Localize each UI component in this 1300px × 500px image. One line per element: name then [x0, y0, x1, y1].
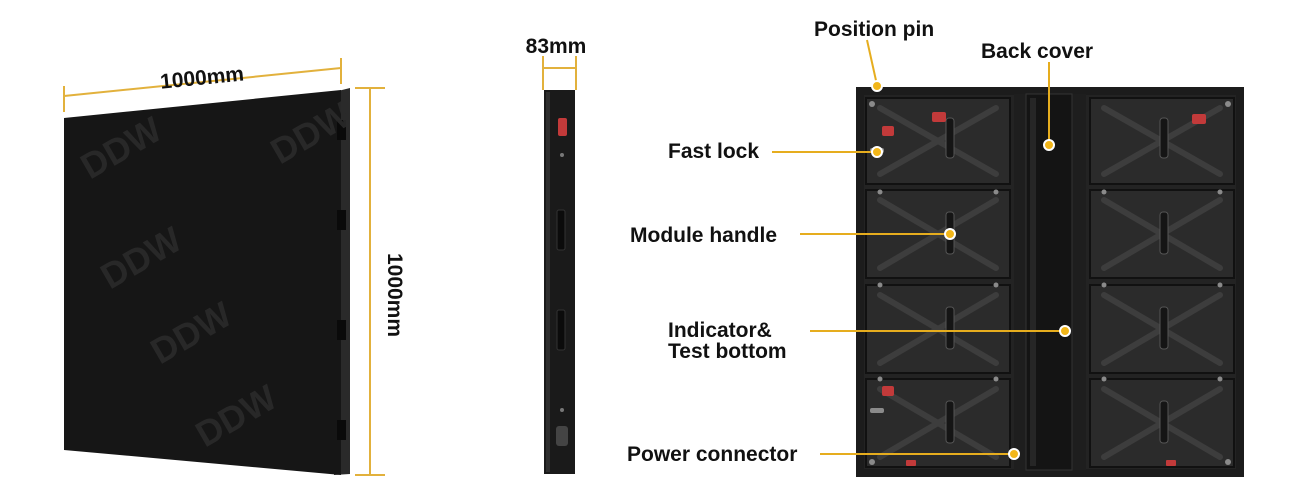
width-label: 1000mm [159, 62, 245, 93]
position-pin-dot [871, 80, 883, 92]
height-dimension [355, 87, 385, 476]
side-screw [560, 153, 564, 157]
fast-lock-dot [871, 146, 883, 158]
power-connector-label: Power connector [627, 443, 797, 466]
side-connector [556, 426, 568, 446]
side-latch [558, 118, 567, 136]
back-cover-dot [1043, 139, 1055, 151]
side-slot [556, 209, 566, 251]
back-cover-label: Back cover [981, 40, 1093, 63]
module-handles [945, 117, 1169, 444]
module-handle-label: Module handle [630, 224, 777, 247]
fast-lock-label: Fast lock [668, 140, 759, 163]
indicator-label-line1: Indicator& [668, 319, 772, 342]
back-view: Position pin Back cover Fast lock Module… [627, 18, 1244, 477]
callout-lines [772, 39, 1065, 455]
depth-label: 83mm [526, 35, 587, 58]
front-panel-face [64, 90, 341, 475]
side-profile-highlight [546, 92, 550, 472]
side-screw [560, 408, 564, 412]
side-view: 83mm [526, 35, 587, 474]
callout-dots [871, 80, 1071, 460]
power-connector-dot [1008, 448, 1020, 460]
indicator-dot [1059, 325, 1071, 337]
side-slot [556, 309, 566, 351]
height-label: 1000mm [383, 253, 406, 337]
module-handle-dot [944, 228, 956, 240]
depth-dimension [542, 56, 577, 90]
fast-lock-latches [882, 112, 1206, 466]
side-edge-notches [337, 120, 346, 440]
width-dimension [63, 58, 342, 112]
back-cover-highlight [1030, 98, 1036, 466]
front-view: DDW DDW DDW DDW DDW 1000mm 1000mm [63, 58, 406, 476]
module-screws [869, 101, 1231, 465]
indicator-label-line2: Test bottom [668, 340, 787, 363]
position-pin-label: Position pin [814, 18, 934, 41]
